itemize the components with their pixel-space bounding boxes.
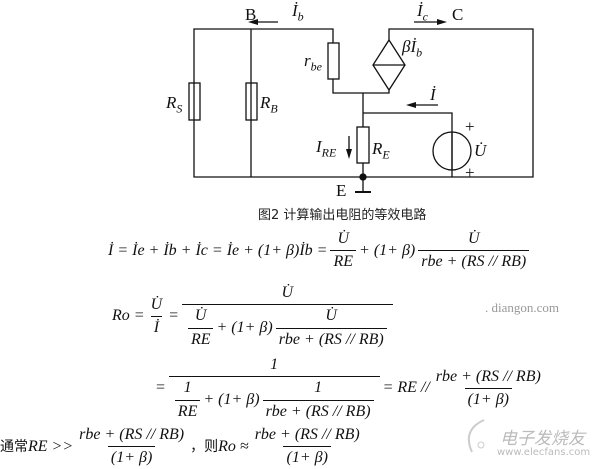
resistor-rb (245, 82, 258, 121)
equation-current: İ = İe + İb + İc = İe + (1+ β)İb = U̇RE … (108, 230, 532, 272)
wire-left-loop (193, 28, 363, 178)
wire-right-loop (388, 28, 534, 178)
rbe-label: rbe (304, 51, 322, 74)
logo-text: 电子发烧友 (500, 429, 585, 449)
resistor-rs (188, 82, 201, 121)
u-label: U̇ (474, 141, 487, 160)
plus-sign: + (465, 117, 475, 136)
node-b-label: B (245, 5, 257, 24)
wires (193, 28, 534, 192)
node-e-label: E (336, 181, 347, 200)
rs-label: RS (166, 93, 183, 116)
watermark-text: . diangon.com (485, 300, 560, 315)
i-label: İ (430, 85, 436, 104)
plus-sign: + (465, 163, 475, 182)
wire-rbe-bottom (332, 79, 390, 94)
re-label: RE (372, 139, 390, 162)
current-arrows (248, 19, 447, 159)
ire-label: IRE (316, 137, 337, 160)
ic-label: İc (417, 1, 428, 24)
node-dot (359, 173, 367, 181)
equation-ro: Ro = U̇İ = U̇ U̇RE + (1+ β) U̇rbe + (RS … (112, 284, 396, 349)
rb-label: RB (260, 93, 278, 116)
dependent-current-source-icon (372, 38, 406, 92)
figure-caption: 图2 计算输出电阻的等效电路 (258, 208, 427, 223)
node-c-label: C (452, 5, 464, 24)
resistor-re (356, 126, 370, 164)
source-label: βİb (402, 37, 423, 60)
logo-url: www.elecfans.com (497, 447, 591, 458)
ib-label: İb (292, 1, 304, 24)
resistor-rbe (327, 42, 340, 80)
equation-approximation: 通常 RE >> rbe + (RS // RB)(1+ β) ，则 Ro ≈ … (0, 426, 360, 467)
